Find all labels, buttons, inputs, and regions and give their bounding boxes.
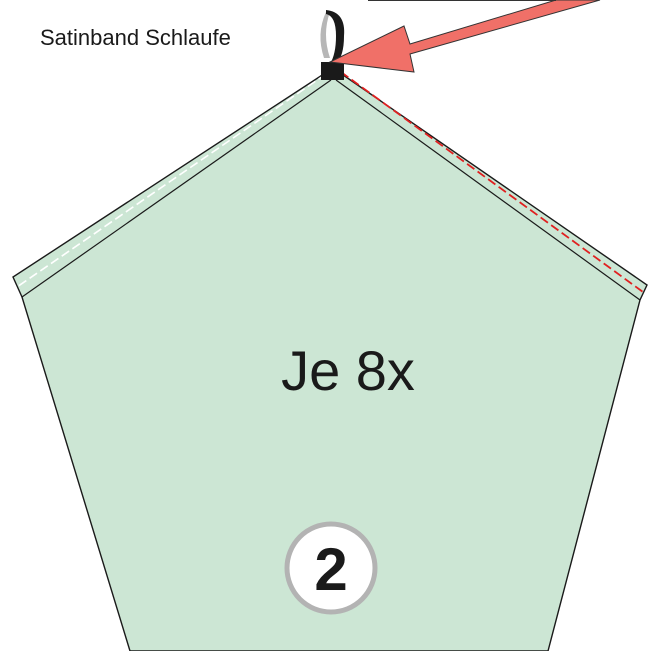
ribbon-loop-label: Satinband Schlaufe [40,25,231,50]
left-hem-fold-line [21,79,332,298]
step-number-badge: 2 [284,521,378,615]
pentagon-fabric-piece [12,67,648,651]
satin-ribbon-loop [320,10,345,80]
step-number-text: 2 [314,536,347,603]
right-hem-fold-line [335,79,641,301]
loop-pointer-arrow [328,0,601,73]
right-stitch-line [340,71,644,293]
left-stitch-line [16,73,327,288]
piece-count-label: Je 8x [281,339,415,402]
